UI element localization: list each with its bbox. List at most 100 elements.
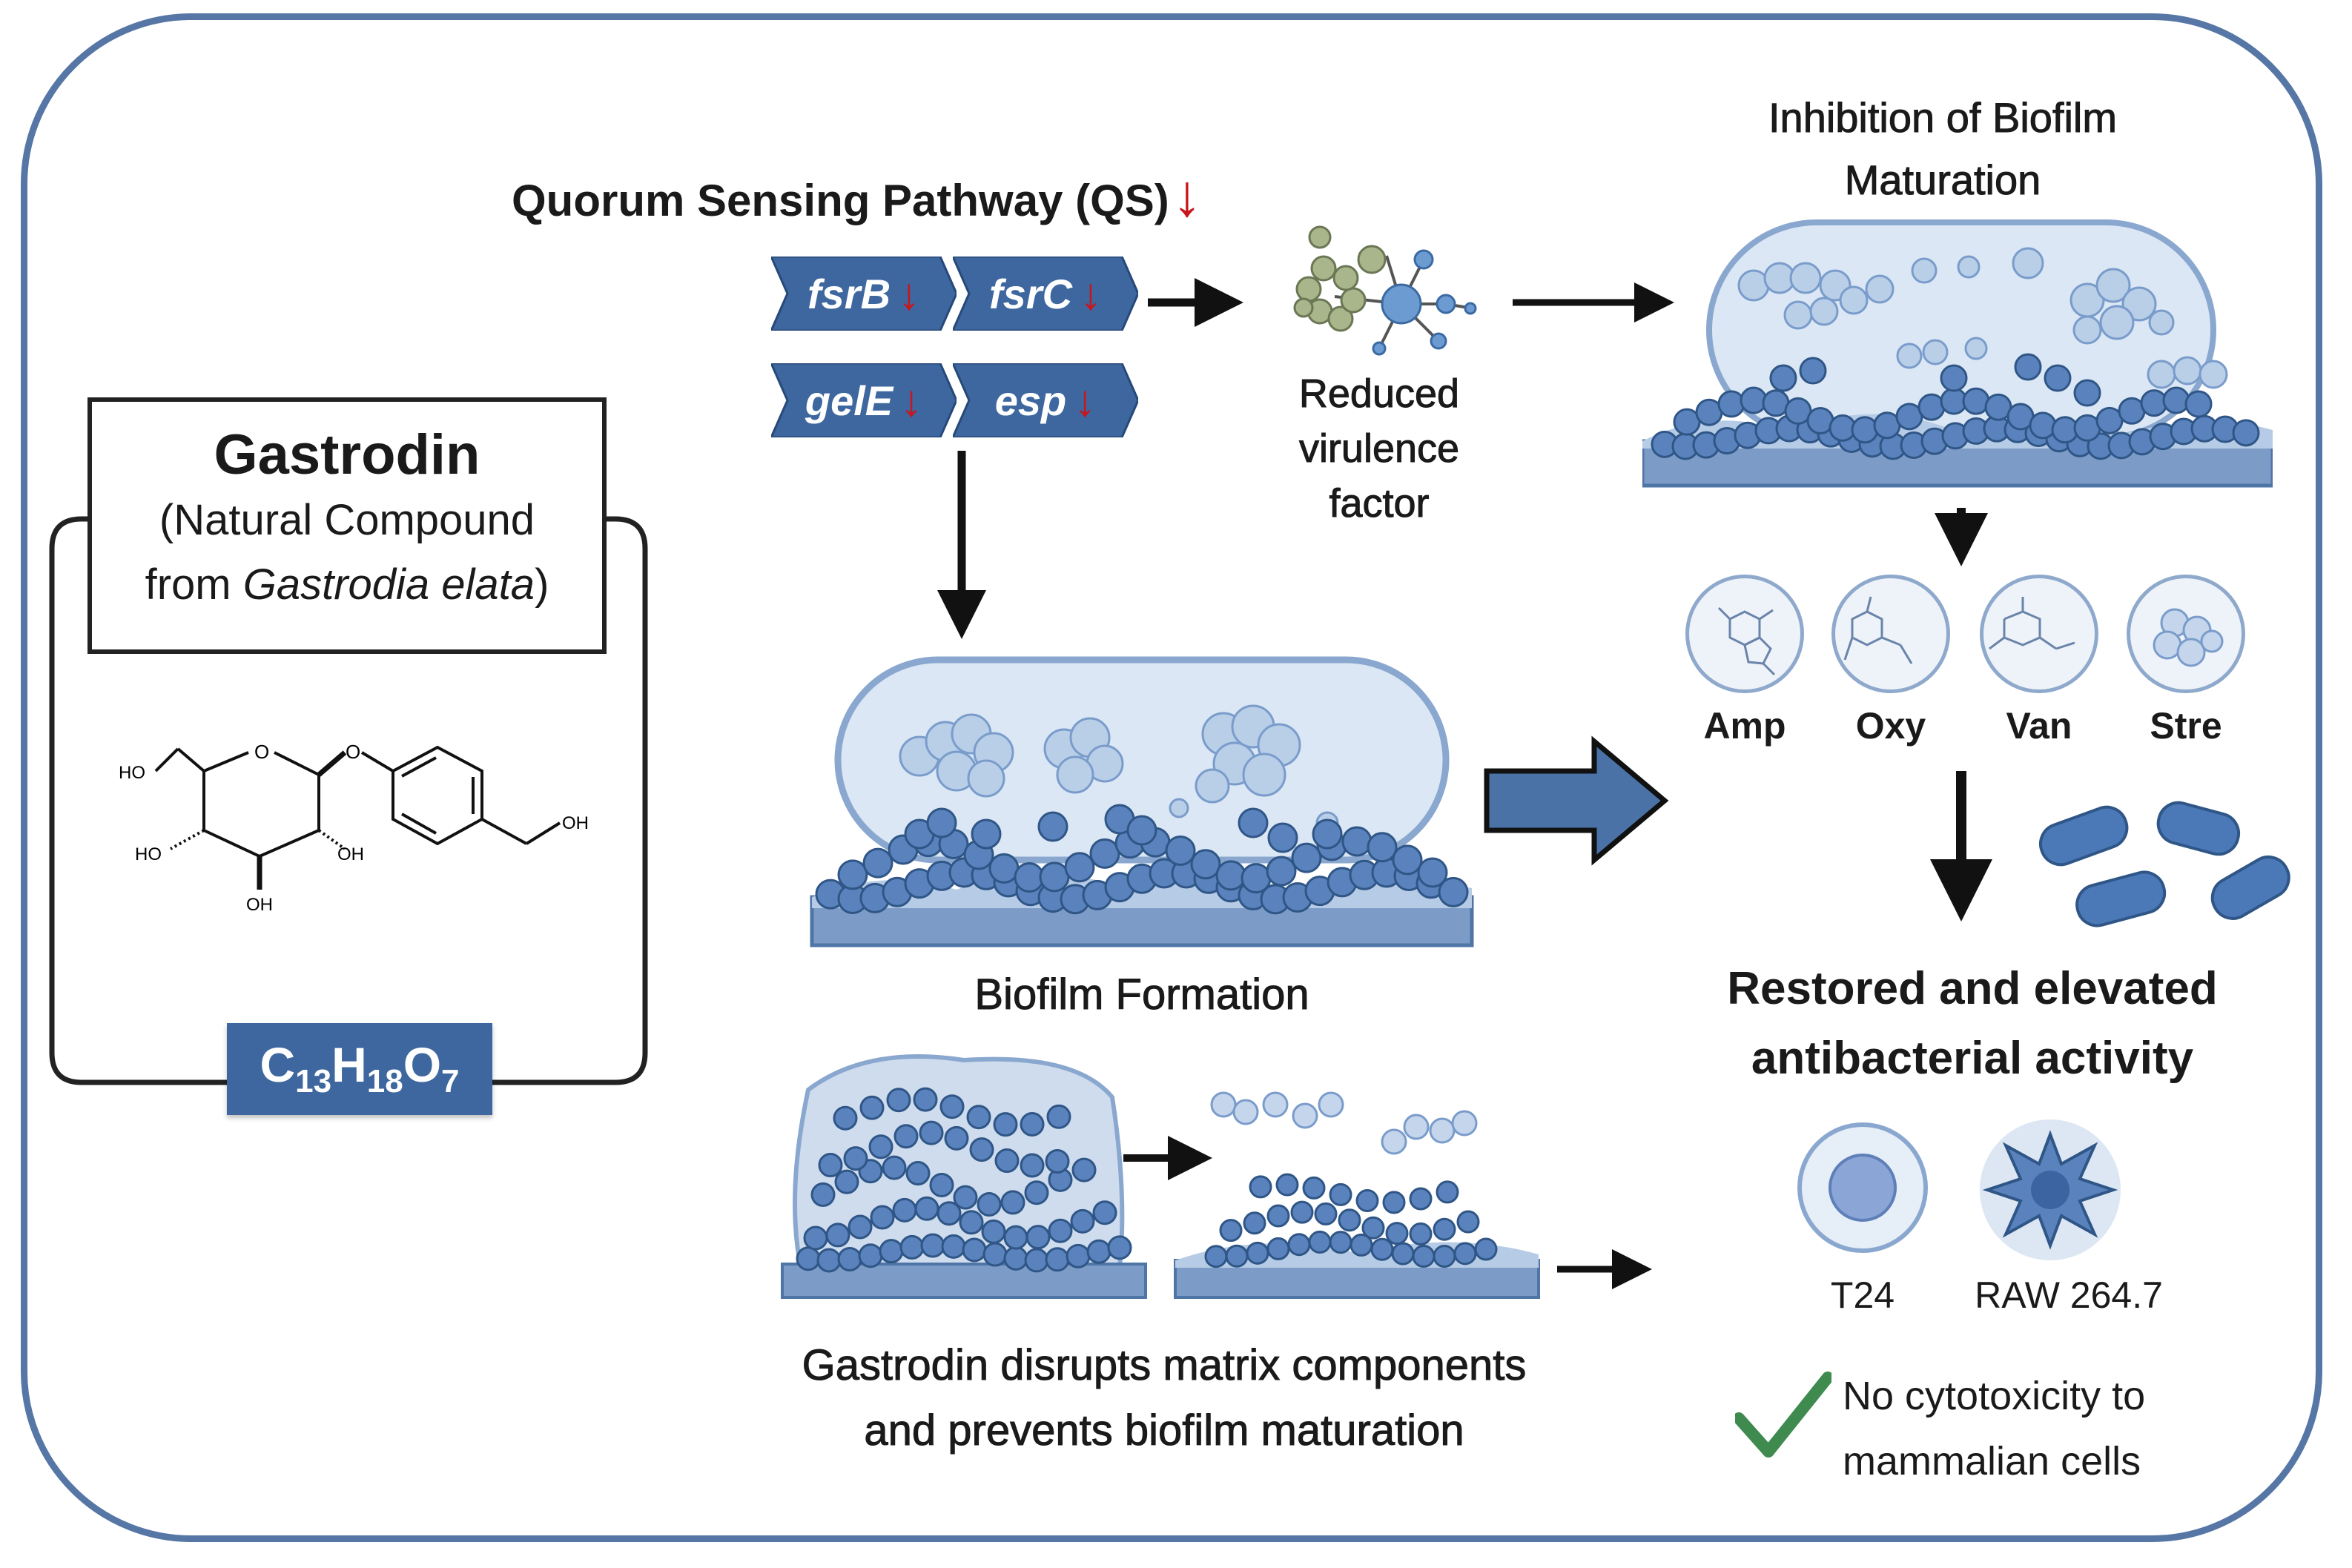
bacterium-cell [994,1148,1020,1174]
gene-fsrB: fsrB↓ [771,257,957,331]
structure-oh-right: OH [337,844,364,864]
bacterium-cell [1391,1242,1415,1266]
bacterium-cell [1409,1187,1433,1211]
bacterium-cell [1409,1222,1433,1246]
bacterium-cell [1456,1210,1480,1234]
gene-gelE-label: gelE [805,377,893,424]
bacterium-cell [966,1105,991,1130]
cell-label-raw: RAW 264.7 [1975,1274,2163,1316]
bacterium-cell [1070,1208,1095,1234]
bacterium-cell [1243,1211,1266,1235]
bacterium-cell [1249,1175,1272,1199]
activity-line1: Restored and elevated [1727,963,2218,1014]
biofilm-formation-illustration [810,656,1474,947]
biofilm-formation-label: Biofilm Formation [974,970,1309,1019]
gene-fsrB-arrow: ↓ [898,268,921,319]
structure-link-oxygen: O [346,741,360,763]
antibiotic-label-amp: Amp [1703,705,1786,747]
bacterium-cell [1312,818,1343,850]
bacterium-cell [862,847,893,879]
bacterium-cell [1165,836,1196,867]
bacterium-cell [1066,1243,1091,1268]
compound-species: Gastrodia elata [242,560,535,609]
bacterium-cell [953,1185,978,1210]
bacterium-cell [834,1169,859,1194]
stre-antibiotic-icon [2127,575,2245,693]
bacterium-cell [1433,1244,1456,1268]
t24-cell-icon [1797,1122,1928,1253]
structure-oh-bottom: OH [246,895,273,915]
bacterium-cell [803,1225,828,1251]
gastrodin-structure: O O HO HO OH OH OH [119,741,589,915]
bacterium-cell [2014,353,2042,381]
bacterium-cell [796,1246,821,1271]
formula-c-count: 13 [295,1063,332,1100]
gene-esp: esp↓ [953,363,1138,437]
bacterium-cell [1338,1208,1361,1232]
bacterium-cell [1433,1217,1456,1241]
compound-subtitle-close: ) [535,560,549,609]
bacterium-cell [969,1137,994,1162]
bacterium-cell [1474,1237,1498,1261]
bacterium-cell [1329,1182,1352,1206]
qs-title-text: Quorum Sensing Pathway (QS) [512,176,1169,225]
bacterium-cell [1417,857,1448,888]
maturation-line1: Inhibition of Biofilm [1768,94,2117,142]
bacterium-cell [1266,1237,1290,1260]
bacterium-cell [2162,386,2190,414]
bacterium-cell [1355,1189,1379,1213]
bacterium-cell [1308,1230,1332,1254]
bacterium-cell [1190,849,1221,880]
bacterium-cell [1799,357,1827,385]
compound-title-box [87,397,607,654]
bacterium-cell [2073,379,2101,407]
antibiotic-label-oxy: Oxy [1855,705,1926,747]
bacterium-cell [1314,1202,1338,1225]
bacterium-cell [1089,838,1120,869]
bacterium-cell [892,1197,917,1223]
bacterium-cell [1436,1180,1459,1204]
antibiotic-label-stre: Stre [2150,705,2222,747]
bacterium-cell [899,1234,925,1260]
bacterium-cell [816,1248,842,1273]
bacterium-cell [1769,364,1797,392]
bacterium-cell [837,1246,862,1271]
virulence-molecule-icon [1293,225,1477,356]
cytotoxicity-line2: mammalian cells [1843,1439,2141,1483]
bacterium-cell [879,1239,904,1264]
bacterium-cell [1287,1233,1311,1257]
gene-esp-arrow: ↓ [1074,375,1097,426]
amp-antibiotic-icon [1685,575,1804,693]
bacterium-cell [1238,807,1269,838]
structure-ring-oxygen: O [254,741,269,763]
bacterium-cell [1219,1219,1243,1243]
bacterium-cell [833,1105,858,1131]
gene-fsrC-label: fsrC [988,270,1073,317]
bacterium-cell [886,1088,911,1113]
bacterium-cell [959,1210,984,1235]
bacterium-cell [810,1182,836,1207]
structure-ho-top: HO [119,763,145,783]
bacterium-cell [858,1243,883,1268]
bacterium-cell [1382,1191,1406,1214]
gene-gelE-arrow: ↓ [900,375,923,426]
bacterium-cell [882,1155,907,1180]
bacterium-cell [1003,1225,1028,1250]
cell-label-t24: T24 [1830,1274,1895,1316]
bacterium-cell [1039,861,1070,893]
bacterium-cell [1046,1104,1071,1129]
bacterium-cell [962,1237,987,1263]
bacterium-cell [1246,1241,1269,1265]
bacterium-cell [843,1146,868,1171]
compound-bracket [49,516,648,1085]
bacterium-cell [1717,390,1745,418]
disruption-after-illustration [1174,1091,1540,1299]
bacterium-cell [1851,416,1879,444]
bacterium-cell [926,807,957,838]
bacterium-cell [1225,1244,1249,1268]
bacterium-cell [936,1201,962,1226]
activity-line2: antibacterial activity [1751,1033,2194,1084]
bacterium-cell [1092,1200,1117,1225]
bacterium-cell [1024,1180,1049,1205]
bacterium-cell [1453,1242,1477,1266]
